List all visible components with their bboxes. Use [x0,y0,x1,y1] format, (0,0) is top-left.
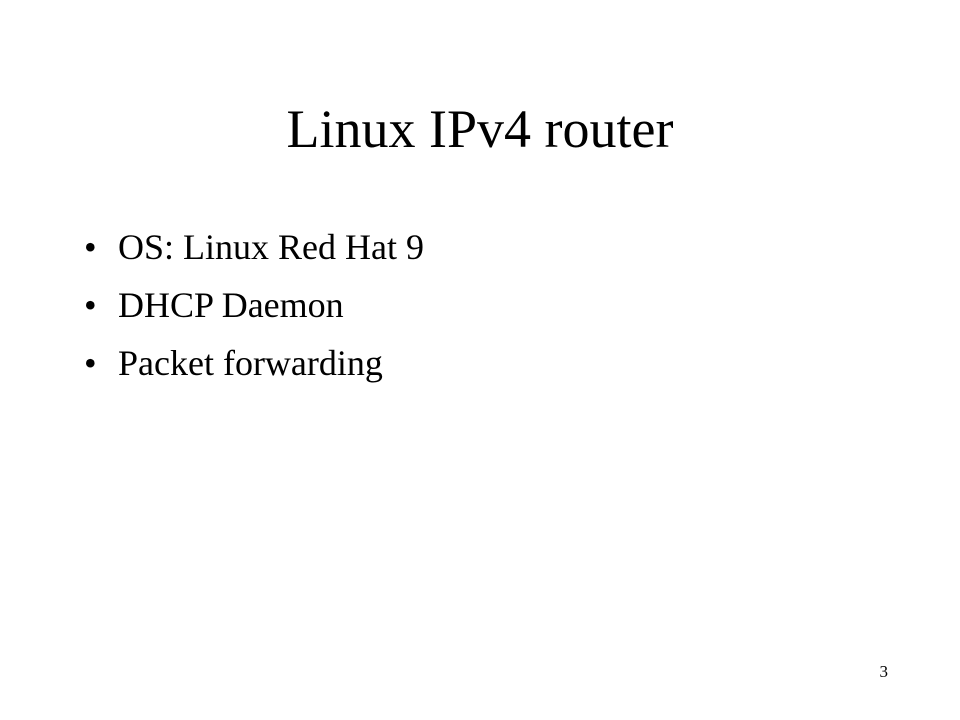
bullet-text: DHCP Daemon [118,285,344,325]
bullet-item: • DHCP Daemon [82,276,424,334]
bullet-icon: • [84,227,97,267]
bullet-item: • Packet forwarding [82,334,424,392]
bullet-text: Packet forwarding [118,343,383,383]
slide-title: Linux IPv4 router [286,99,674,159]
bullet-item: • OS: Linux Red Hat 9 [82,218,424,276]
bullet-list: • OS: Linux Red Hat 9 • DHCP Daemon • Pa… [82,218,424,392]
bullet-icon: • [84,343,97,383]
bullet-icon: • [84,285,97,325]
bullet-text: OS: Linux Red Hat 9 [118,227,424,267]
page-number: 3 [879,662,889,681]
